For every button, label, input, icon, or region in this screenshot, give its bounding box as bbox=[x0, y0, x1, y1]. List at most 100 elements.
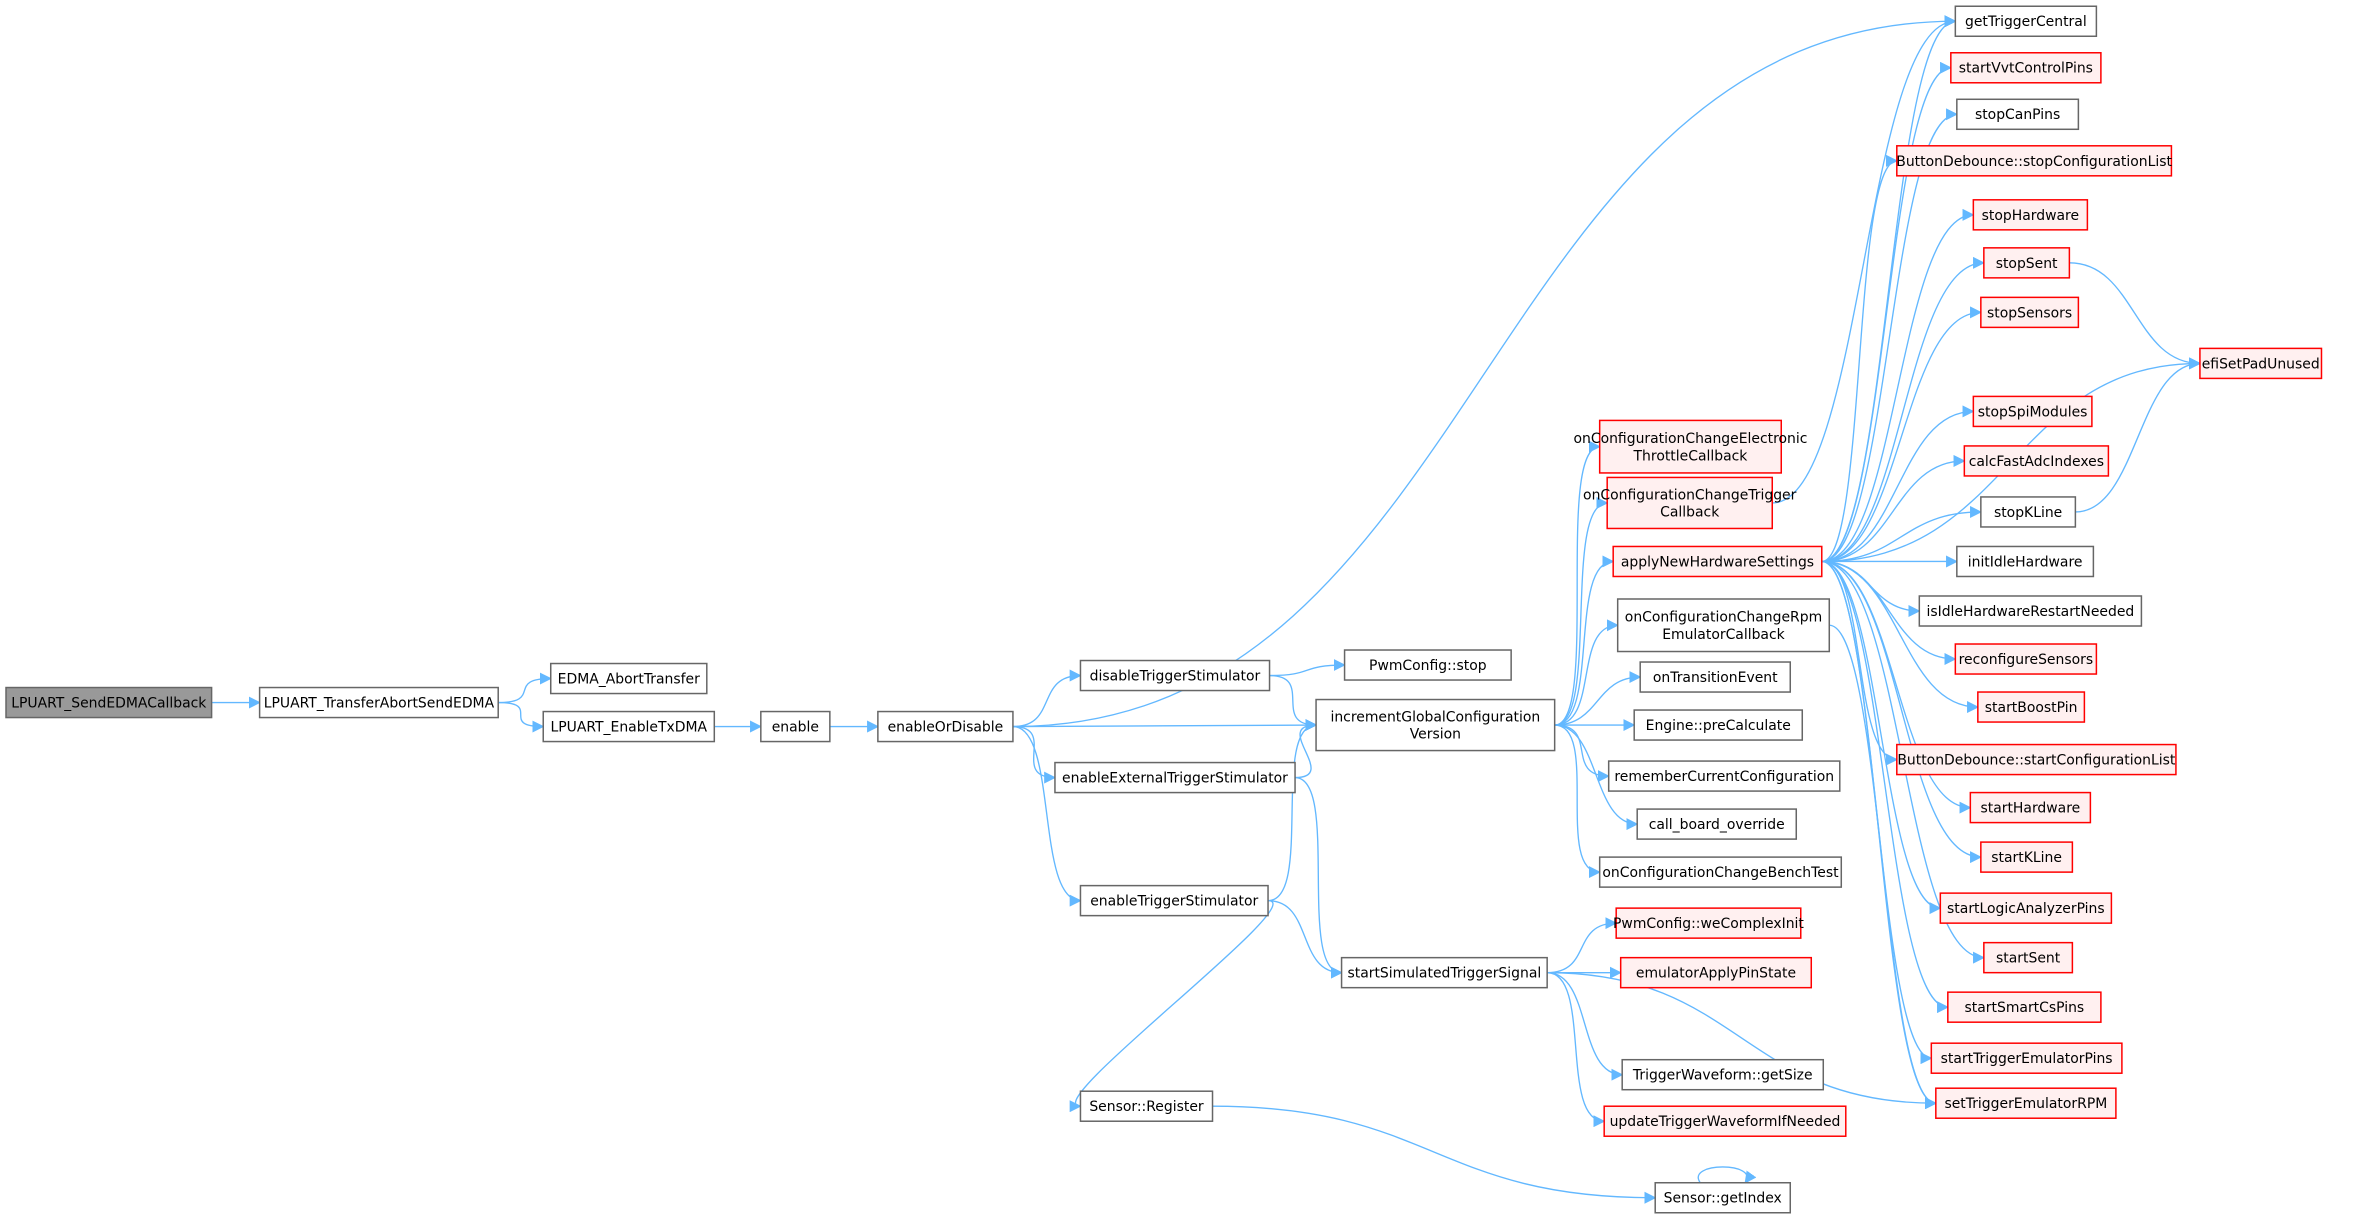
function-node-startSim[interactable]: startSimulatedTriggerSignal bbox=[1340, 956, 1548, 989]
function-node-reconfSensors[interactable]: reconfigureSensors bbox=[1954, 643, 2098, 675]
node-box[interactable] bbox=[1939, 892, 2113, 924]
function-node-startBoost[interactable]: startBoostPin bbox=[1977, 691, 2086, 723]
function-node-remember[interactable]: rememberCurrentConfiguration bbox=[1607, 760, 1841, 792]
node-box[interactable] bbox=[1969, 791, 2092, 824]
node-box[interactable] bbox=[1972, 199, 2089, 231]
function-node-enable[interactable]: enable bbox=[760, 710, 831, 743]
function-node-stopCan[interactable]: stopCanPins bbox=[1956, 98, 2080, 131]
node-box[interactable] bbox=[1598, 419, 1783, 474]
node-box[interactable] bbox=[1972, 395, 2093, 428]
function-node-sensorReg[interactable]: Sensor::Register bbox=[1079, 1090, 1214, 1122]
node-box[interactable] bbox=[2199, 347, 2323, 380]
function-node-enableOrDisable[interactable]: enableOrDisable bbox=[877, 710, 1014, 743]
function-node-onTrans[interactable]: onTransitionEvent bbox=[1639, 661, 1792, 693]
node-box[interactable] bbox=[1621, 1058, 1825, 1091]
node-box[interactable] bbox=[1896, 743, 2177, 776]
node-box[interactable] bbox=[1054, 761, 1296, 794]
function-node-stopSensors[interactable]: stopSensors bbox=[1980, 296, 2080, 329]
function-node-stopConfList[interactable]: ButtonDebounce::stopConfigurationList bbox=[1896, 145, 2173, 177]
node-box[interactable] bbox=[1930, 1042, 2123, 1074]
node-box[interactable] bbox=[1954, 643, 2098, 675]
node-box[interactable] bbox=[1983, 247, 2071, 279]
node-box[interactable] bbox=[1954, 5, 2098, 38]
function-node-bench[interactable]: onConfigurationChangeBenchTest bbox=[1598, 856, 1843, 888]
function-node-onCCETC[interactable]: onConfigurationChangeElectronicThrottleC… bbox=[1573, 419, 1807, 474]
node-box[interactable] bbox=[1633, 709, 1804, 741]
function-node-preCalc[interactable]: Engine::preCalculate bbox=[1633, 709, 1804, 741]
node-box[interactable] bbox=[1963, 445, 2110, 477]
function-node-stopSpi[interactable]: stopSpiModules bbox=[1972, 395, 2093, 428]
function-node-stopKLine[interactable]: stopKLine bbox=[1980, 496, 2077, 528]
node-box[interactable] bbox=[1977, 691, 2086, 723]
node-box[interactable] bbox=[5, 686, 213, 719]
function-node-root[interactable]: LPUART_SendEDMACallback bbox=[5, 686, 213, 719]
node-box[interactable] bbox=[1079, 1090, 1214, 1122]
function-node-efiPad[interactable]: efiSetPadUnused bbox=[2199, 347, 2323, 380]
function-node-enableTx[interactable]: LPUART_EnableTxDMA bbox=[542, 710, 716, 743]
node-box[interactable] bbox=[549, 662, 708, 695]
function-node-callBoard[interactable]: call_board_override bbox=[1636, 808, 1798, 840]
node-box[interactable] bbox=[760, 710, 831, 743]
function-node-emuApply[interactable]: emulatorApplyPinState bbox=[1619, 956, 1813, 989]
function-node-startVvt[interactable]: startVvtControlPins bbox=[1950, 52, 2102, 84]
function-node-startKLine[interactable]: startKLine bbox=[1980, 841, 2074, 873]
function-node-abortSend[interactable]: LPUART_TransferAbortSendEDMA bbox=[258, 686, 499, 719]
function-node-startLogic[interactable]: startLogicAnalyzerPins bbox=[1939, 892, 2113, 924]
function-node-getTC[interactable]: getTriggerCentral bbox=[1954, 5, 2098, 38]
node-box[interactable] bbox=[877, 710, 1014, 743]
node-box[interactable] bbox=[1598, 856, 1843, 888]
node-box[interactable] bbox=[1616, 598, 1831, 653]
node-box[interactable] bbox=[1935, 1087, 2117, 1119]
function-node-enableTS[interactable]: enableTriggerStimulator bbox=[1079, 884, 1269, 917]
node-box[interactable] bbox=[1956, 98, 2080, 131]
node-box[interactable] bbox=[1315, 698, 1556, 752]
function-node-enableExtTS[interactable]: enableExternalTriggerStimulator bbox=[1054, 761, 1296, 794]
node-box[interactable] bbox=[1983, 941, 2074, 974]
function-node-startConfList[interactable]: ButtonDebounce::startConfigurationList bbox=[1896, 743, 2177, 776]
function-node-startTrigEmu[interactable]: startTriggerEmulatorPins bbox=[1930, 1042, 2123, 1074]
node-box[interactable] bbox=[1896, 145, 2173, 177]
function-node-updateTW[interactable]: updateTriggerWaveformIfNeeded bbox=[1603, 1105, 1847, 1137]
function-node-startSmartCs[interactable]: startSmartCsPins bbox=[1947, 991, 2102, 1023]
node-box[interactable] bbox=[1980, 296, 2080, 329]
node-box[interactable] bbox=[1636, 808, 1798, 840]
function-node-sensorIdx[interactable]: Sensor::getIndex bbox=[1654, 1181, 1792, 1214]
function-node-setTrigRPM[interactable]: setTriggerEmulatorRPM bbox=[1935, 1087, 2117, 1119]
node-box[interactable] bbox=[1079, 659, 1271, 692]
node-box[interactable] bbox=[1918, 595, 2143, 627]
node-box[interactable] bbox=[1980, 841, 2074, 873]
function-node-stopHw[interactable]: stopHardware bbox=[1972, 199, 2089, 231]
function-node-weComplex[interactable]: PwmConfig::weComplexInit bbox=[1613, 907, 1804, 939]
function-node-pwmStop[interactable]: PwmConfig::stop bbox=[1343, 649, 1512, 681]
node-box[interactable] bbox=[1607, 760, 1841, 792]
function-node-edmaAbort[interactable]: EDMA_AbortTransfer bbox=[549, 662, 708, 695]
node-box[interactable] bbox=[542, 710, 716, 743]
function-node-getSize[interactable]: TriggerWaveform::getSize bbox=[1621, 1058, 1825, 1091]
node-box[interactable] bbox=[1654, 1181, 1792, 1214]
node-box[interactable] bbox=[1079, 884, 1269, 917]
function-node-calcAdc[interactable]: calcFastAdcIndexes bbox=[1963, 445, 2110, 477]
node-box[interactable] bbox=[1615, 907, 1802, 939]
function-node-disableTS[interactable]: disableTriggerStimulator bbox=[1079, 659, 1271, 692]
node-box[interactable] bbox=[1343, 649, 1512, 681]
function-node-startSent[interactable]: startSent bbox=[1983, 941, 2074, 974]
node-box[interactable] bbox=[258, 686, 499, 719]
node-box[interactable] bbox=[1619, 956, 1813, 989]
node-box[interactable] bbox=[1980, 496, 2077, 528]
function-node-stopSent[interactable]: stopSent bbox=[1983, 247, 2071, 279]
node-box[interactable] bbox=[1639, 661, 1792, 693]
node-box[interactable] bbox=[1603, 1105, 1847, 1137]
node-box[interactable] bbox=[1612, 545, 1823, 578]
function-node-isIdle[interactable]: isIdleHardwareRestartNeeded bbox=[1918, 595, 2143, 627]
function-node-applyNew[interactable]: applyNewHardwareSettings bbox=[1612, 545, 1823, 578]
node-box[interactable] bbox=[1606, 476, 1774, 530]
node-box[interactable] bbox=[1947, 991, 2102, 1023]
node-box[interactable] bbox=[1950, 52, 2102, 84]
node-box[interactable] bbox=[1956, 545, 2095, 578]
function-node-initIdle[interactable]: initIdleHardware bbox=[1956, 545, 2095, 578]
node-box[interactable] bbox=[1340, 956, 1548, 989]
function-node-startHw[interactable]: startHardware bbox=[1969, 791, 2092, 824]
